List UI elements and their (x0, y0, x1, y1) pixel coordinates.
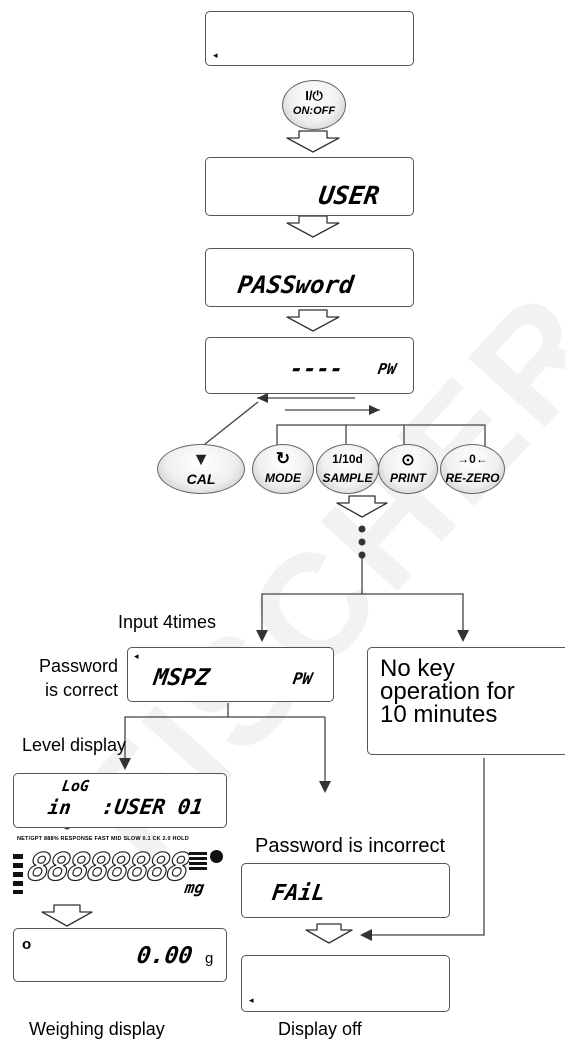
no-key-line-3: 10 minutes (380, 701, 498, 728)
password-correct-label-1: Password (38, 656, 118, 676)
rezero-label: RE-ZERO (445, 471, 500, 485)
display-off-label: Display off (278, 1019, 362, 1039)
segment-side-icons (13, 854, 23, 894)
password-entry-dashes: ---- (288, 357, 345, 382)
weighing-display: o 0.00 g (13, 928, 227, 982)
no-key-line-2: operation for (380, 678, 515, 705)
password-pw-tag: PW (291, 669, 314, 688)
down-arrow-7 (305, 923, 353, 944)
password-prompt-text: PASSword (236, 271, 356, 299)
rezero-top: →0← (457, 452, 488, 466)
fail-text: FAiL (270, 881, 327, 906)
password-entry-display: ---- PW (205, 337, 414, 394)
weighing-value: 0.00 (135, 943, 195, 969)
mode-label: MODE (265, 471, 301, 485)
segment-digits: 88888888 (24, 844, 191, 889)
onoff-key[interactable]: I/⏻ ON:OFF (282, 80, 346, 130)
input-4times-label: Input 4times (118, 612, 217, 632)
print-label: PRINT (390, 471, 426, 485)
stable-mark: o (22, 936, 32, 953)
log-bottom: in (46, 797, 73, 819)
down-arrow-6 (41, 904, 93, 927)
cal-label: CAL (186, 471, 216, 487)
down-arrow-2 (286, 215, 340, 238)
all-segments-display: NET/GPT 888% RESPONSE FAST MID SLOW 0.1 … (13, 836, 227, 906)
user-display: USER (205, 157, 414, 216)
print-icon: ⊙ (401, 452, 415, 469)
onoff-key-top: I/⏻ (305, 88, 323, 103)
fail-display: FAiL (241, 863, 450, 918)
display-off-indicator: ◂ (213, 50, 218, 60)
password-incorrect-label: Password is incorrect (255, 835, 446, 857)
segment-units: mg (183, 878, 206, 897)
segment-right-icons (210, 850, 223, 863)
sample-label: SAMPLE (322, 471, 373, 485)
sample-key[interactable]: 1/10d SAMPLE (316, 444, 379, 494)
down-arrow-3 (286, 309, 340, 332)
login-display: LoG in :USER 01 (13, 773, 227, 828)
no-key-box: No key operation for 10 minutes (367, 647, 565, 755)
sample-top: 1/10d (332, 452, 363, 466)
down-arrow-4 (336, 495, 388, 518)
rezero-key[interactable]: →0← RE-ZERO (440, 444, 505, 494)
display-off-top: ◂ (205, 11, 414, 66)
log-user: :USER 01 (100, 795, 205, 819)
level-display-label: Level display (21, 735, 126, 755)
weighing-display-label: Weighing display (29, 1019, 165, 1039)
display-off-bottom: ◂ (241, 955, 450, 1012)
password-prompt-display: PASSword (205, 248, 414, 307)
user-text: USER (316, 181, 382, 210)
no-key-line-1: No key (380, 655, 455, 682)
pw-tag: PW (376, 360, 398, 378)
print-key[interactable]: ⊙ PRINT (378, 444, 438, 494)
down-arrow-1 (286, 130, 340, 153)
password-correct-display: ◂ MSPZ PW (127, 647, 334, 702)
segment-header: NET/GPT 888% RESPONSE FAST MID SLOW 0.1 … (17, 836, 189, 842)
cal-key[interactable]: ▼ CAL (157, 444, 245, 494)
segment-unit-icons (189, 852, 207, 872)
weighing-unit: g (205, 950, 214, 967)
cal-icon: ▼ (192, 449, 210, 469)
mode-icon: ↻ (275, 449, 291, 468)
password-display-indicator: ◂ (134, 651, 139, 661)
onoff-key-label: ON:OFF (292, 105, 336, 117)
password-correct-label-2: is correct (44, 680, 118, 700)
password-value: MSPZ (152, 665, 212, 691)
display-off-bottom-indicator: ◂ (249, 995, 254, 1005)
log-top: LoG (60, 777, 91, 795)
mode-key[interactable]: ↻ MODE (252, 444, 314, 494)
